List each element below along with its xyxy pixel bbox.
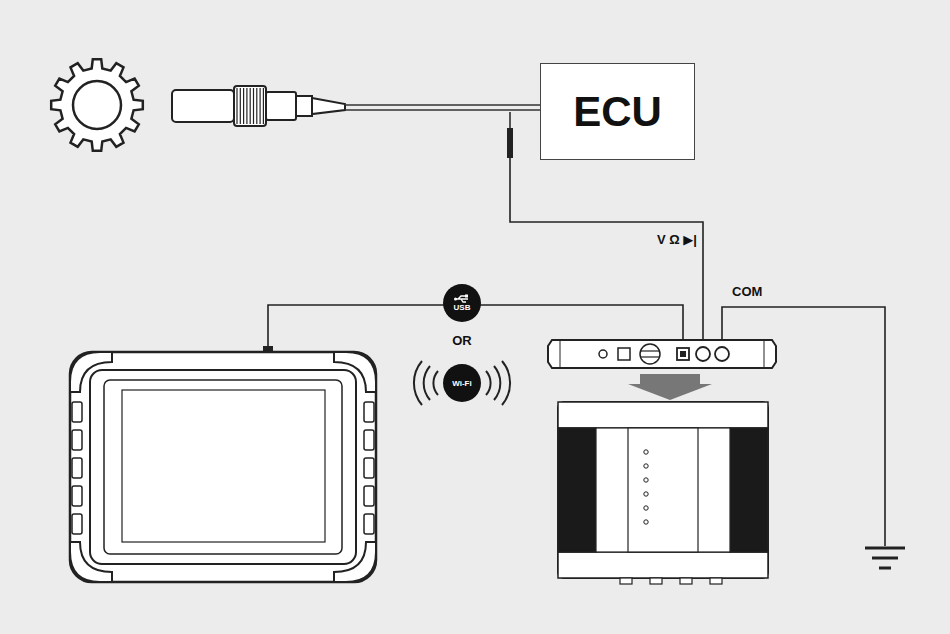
sensor-cable (345, 105, 540, 110)
wifi-waves (414, 361, 510, 405)
insert-arrow (628, 374, 712, 400)
usb-badge: USB (443, 284, 481, 322)
gear-wheel (51, 59, 143, 151)
usb-icon (454, 294, 470, 303)
ground-symbol (865, 548, 905, 568)
ecu-box: ECU (540, 63, 695, 160)
or-label: OR (452, 333, 472, 349)
badge-text: USB (454, 303, 471, 312)
box-title: ECU (573, 91, 662, 133)
vci-unit (558, 402, 768, 584)
crank-sensor (172, 86, 345, 126)
badge-text: Wi-Fi (452, 379, 471, 388)
meter-module (548, 340, 776, 368)
tablet (70, 352, 376, 582)
terminal-label: V Ω ▶| (657, 232, 697, 248)
terminal-label: COM (732, 284, 762, 300)
wifi-badge: Wi-Fi (443, 364, 481, 402)
